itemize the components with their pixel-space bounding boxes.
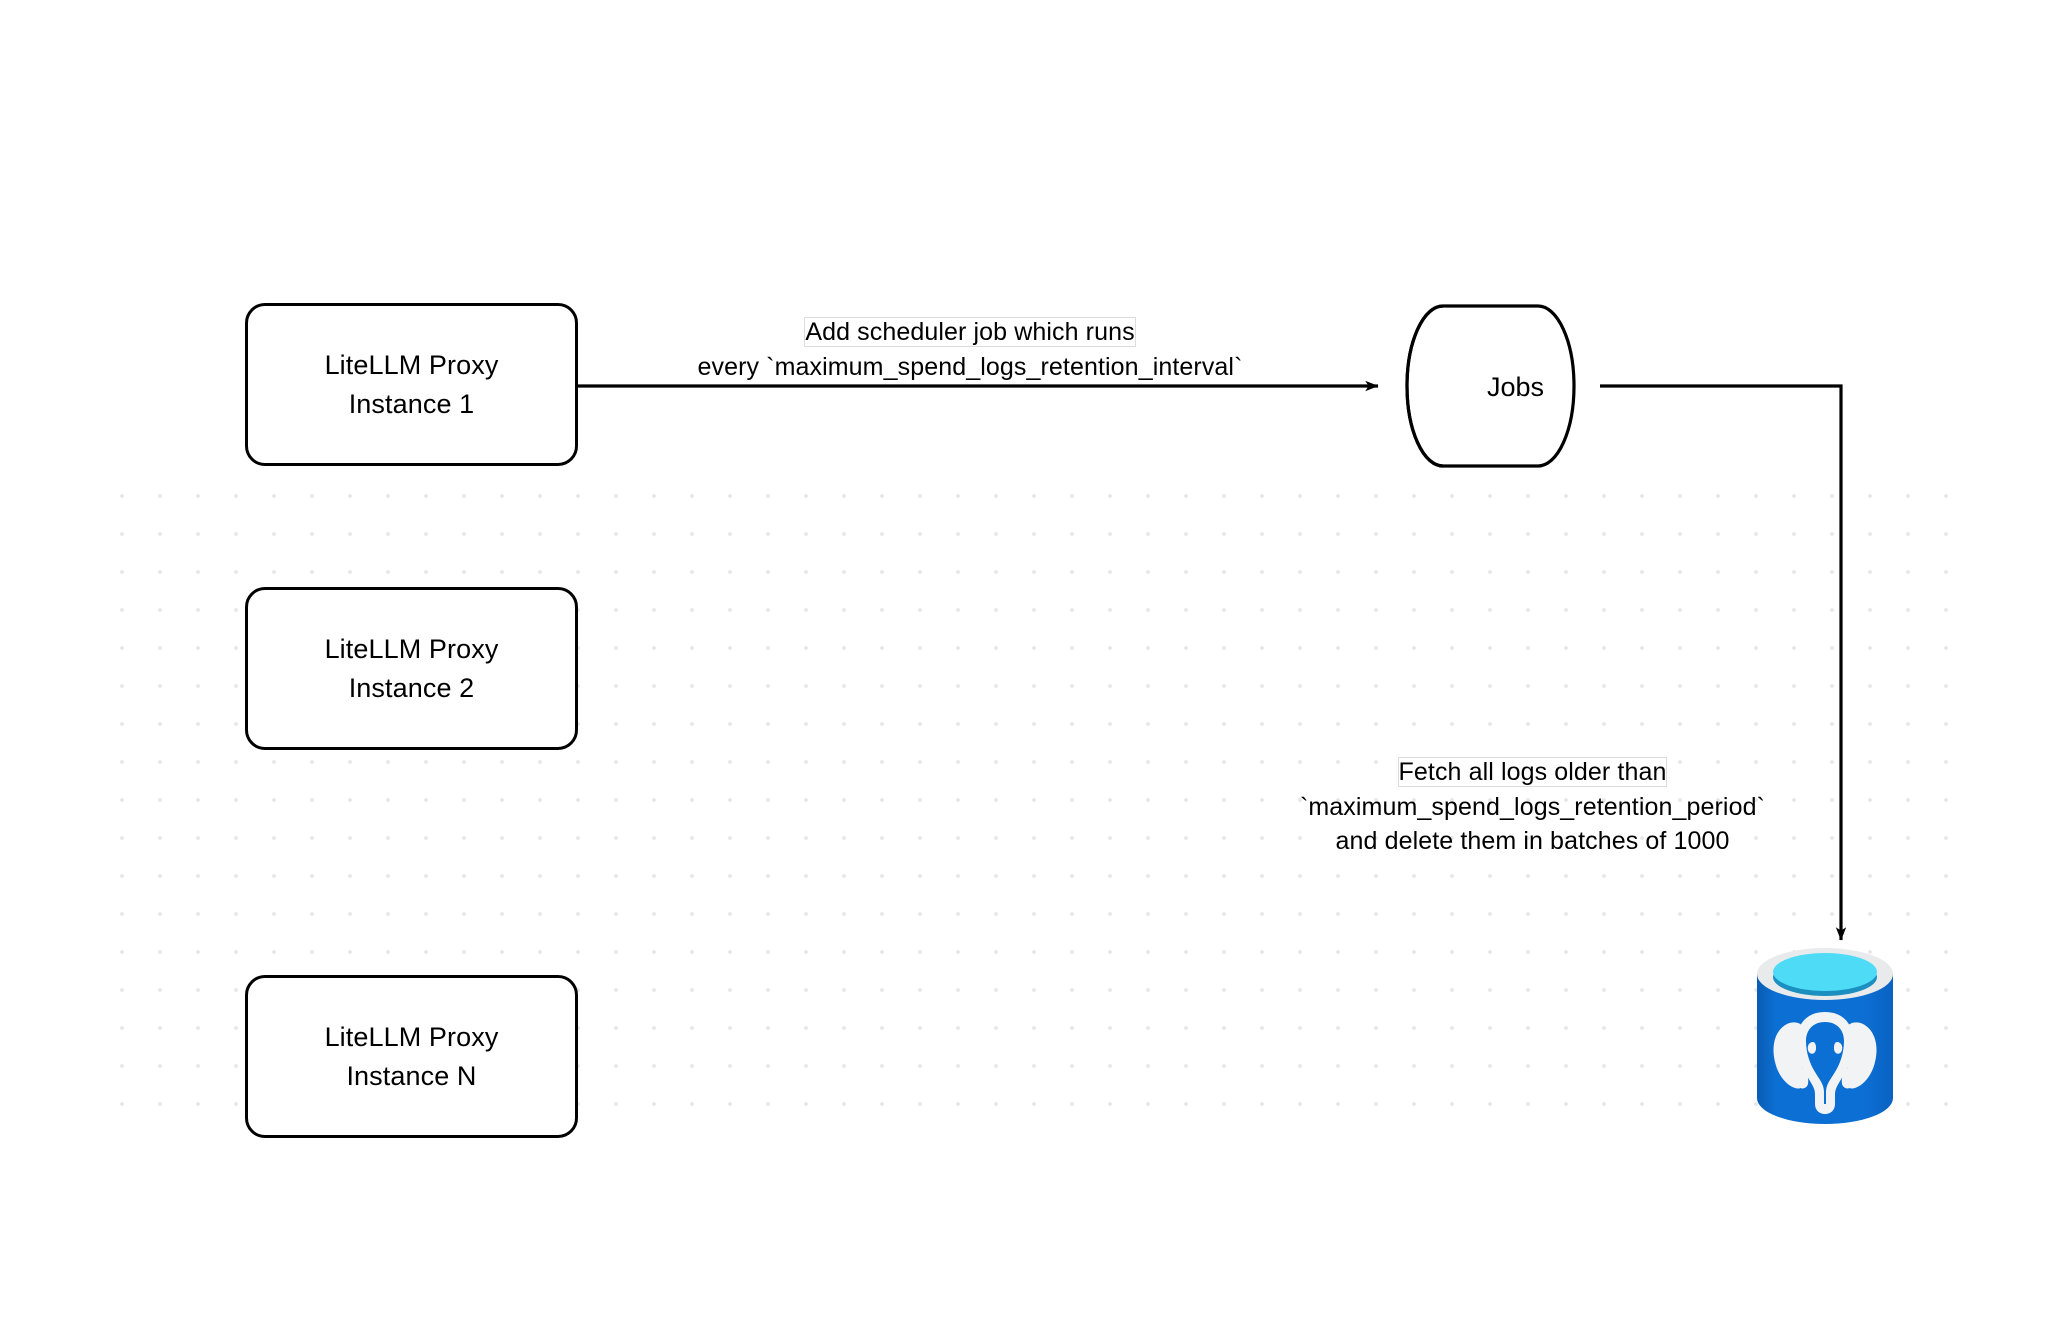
- edge-label-scheduler-line1: Add scheduler job which runs: [805, 318, 1135, 346]
- node-litellm-proxy-instance-2[interactable]: LiteLLM Proxy Instance 2: [245, 587, 578, 750]
- edge-label-cleanup-line3: and delete them in batches of 1000: [1335, 827, 1730, 855]
- node-label-line1: LiteLLM Proxy: [324, 350, 499, 381]
- node-litellm-proxy-instance-n[interactable]: LiteLLM Proxy Instance N: [245, 975, 578, 1138]
- node-label-line2: Instance N: [346, 1060, 477, 1091]
- node-litellm-proxy-instance-1[interactable]: LiteLLM Proxy Instance 1: [245, 303, 578, 466]
- edge-label-scheduler: Add scheduler job which runs every `maxi…: [620, 315, 1320, 384]
- postgresql-database-icon[interactable]: [1745, 938, 1945, 1148]
- db-cylinder-body: [1757, 974, 1893, 1124]
- edge-label-cleanup-line1: Fetch all logs older than: [1398, 758, 1667, 786]
- edge-label-scheduler-line2: every `maximum_spend_logs_retention_inte…: [697, 352, 1243, 381]
- db-cylinder-top: [1773, 953, 1877, 991]
- node-label-line1: LiteLLM Proxy: [324, 634, 499, 665]
- node-label-line2: Instance 1: [348, 388, 475, 419]
- edge-jobs-to-database: [1600, 384, 1847, 941]
- node-label-line1: LiteLLM Proxy: [324, 1022, 499, 1053]
- node-label-line2: Instance 2: [348, 672, 475, 703]
- edge-label-cleanup-line2: `maximum_spend_logs_retention_period`: [1299, 792, 1766, 821]
- edge-label-cleanup: Fetch all logs older than `maximum_spend…: [1245, 755, 1820, 859]
- jobs-cylinder: [1405, 304, 1576, 468]
- jobs-cylinder-label: Jobs: [1487, 372, 1545, 402]
- postgres-elephant-icon: [1773, 1012, 1877, 1114]
